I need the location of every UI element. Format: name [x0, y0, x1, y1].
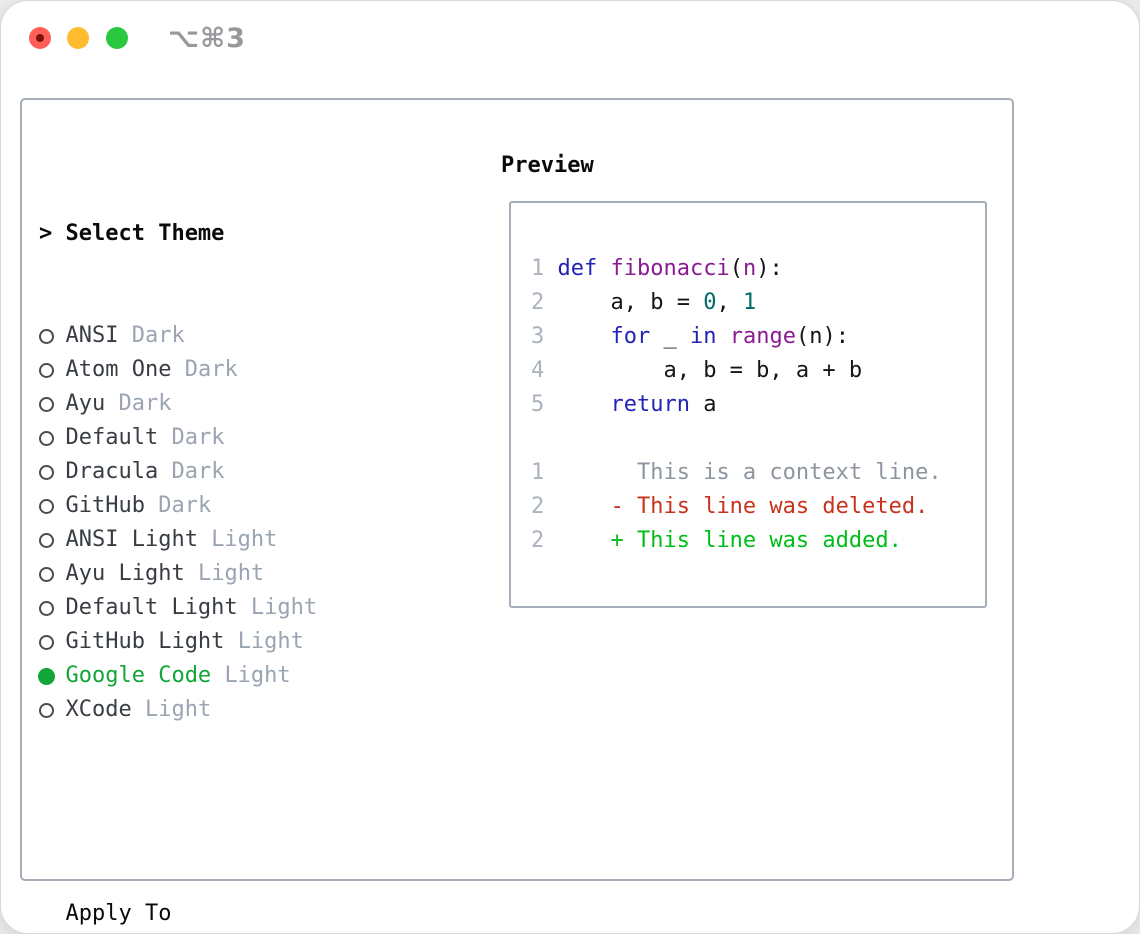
radio-icon: [39, 421, 54, 455]
radio-icon: [39, 353, 54, 387]
window-title: ⌥⌘3: [168, 23, 246, 54]
code-preview: 1 def fibonacci(n): 2 a, b = 0, 1 3 for _ …: [531, 252, 942, 558]
prompt-icon: >: [39, 221, 53, 246]
preview-header: Preview: [501, 153, 594, 178]
radio-icon: [39, 693, 54, 727]
line-number: 1: [531, 256, 545, 281]
theme-item-ayu-light[interactable]: Ayu Light Light: [39, 557, 436, 591]
theme-item-github[interactable]: GitHub Dark: [39, 489, 436, 523]
theme-variant: Light: [250, 595, 318, 620]
line-number: 2: [531, 528, 545, 553]
radio-selected-icon: [38, 659, 55, 693]
theme-name: Dracula: [65, 459, 159, 484]
theme-name: Google Code: [65, 663, 212, 688]
theme-item-default-light[interactable]: Default Light Light: [39, 591, 436, 625]
theme-name: GitHub: [65, 493, 145, 518]
theme-variant: Light: [224, 663, 291, 688]
theme-list: ANSI Dark Atom One Dark Ayu Dark Default…: [38, 319, 436, 727]
theme-item-google-code[interactable]: Google Code Light: [38, 659, 436, 693]
code-line: 1 def fibonacci(n):: [531, 256, 783, 281]
theme-item-default[interactable]: Default Dark: [39, 421, 436, 455]
radio-icon: [39, 319, 54, 353]
line-number: 2: [531, 494, 545, 519]
theme-item-github-light[interactable]: GitHub Light Light: [39, 625, 436, 659]
select-theme-header: > Select Theme: [39, 217, 436, 251]
radio-icon: [39, 557, 54, 591]
code-line: 2 a, b = 0, 1: [531, 290, 757, 315]
titlebar[interactable]: ⌥⌘3: [1, 1, 1139, 75]
theme-variant: Dark: [184, 357, 238, 382]
theme-item-xcode[interactable]: XCode Light: [39, 693, 436, 727]
radio-icon: [39, 489, 54, 523]
theme-name: Ayu: [65, 391, 106, 416]
code-line: 5 return a: [531, 392, 717, 417]
theme-item-ayu[interactable]: Ayu Dark: [39, 387, 436, 421]
radio-icon: [39, 625, 54, 659]
theme-variant: Dark: [158, 493, 212, 518]
spacer: [39, 795, 436, 829]
theme-name: XCode: [65, 697, 132, 722]
line-number: 3: [531, 324, 545, 349]
apply-to-header: Apply To: [65, 901, 172, 926]
code-line: 2 + This line was added.: [531, 528, 902, 553]
close-button[interactable]: [29, 27, 51, 49]
theme-name: GitHub Light: [65, 629, 225, 654]
line-number: [531, 426, 544, 451]
line-number: 5: [531, 392, 545, 417]
theme-name: Ayu Light: [65, 561, 185, 586]
line-number: 2: [531, 290, 545, 315]
theme-variant: Dark: [131, 323, 185, 348]
theme-name: ANSI: [65, 323, 119, 348]
theme-item-ansi[interactable]: ANSI Dark: [39, 319, 436, 353]
theme-variant: Dark: [171, 459, 225, 484]
preview-box: [509, 201, 987, 608]
code-line: 3 for _ in range(n):: [531, 324, 849, 349]
theme-name: ANSI Light: [65, 527, 198, 552]
theme-variant: Light: [211, 527, 278, 552]
code-line: 4 a, b = b, a + b: [531, 358, 863, 383]
theme-item-ansi-light[interactable]: ANSI Light Light: [39, 523, 436, 557]
radio-icon: [39, 591, 54, 625]
theme-variant: Light: [144, 697, 212, 722]
theme-variant: Light: [237, 629, 304, 654]
theme-name: Default Light: [65, 595, 238, 620]
radio-icon: [39, 387, 54, 421]
theme-selector-panel: > Select Theme ANSI Dark Atom One Dark A…: [38, 149, 436, 933]
theme-item-dracula[interactable]: Dracula Dark: [39, 455, 436, 489]
radio-icon: [39, 455, 54, 489]
line-number: 1: [531, 460, 545, 485]
theme-name: Atom One: [65, 357, 172, 382]
line-number: 4: [531, 358, 545, 383]
minimize-button[interactable]: [67, 27, 89, 49]
zoom-button[interactable]: [106, 27, 128, 49]
code-line: 2 - This line was deleted.: [531, 494, 929, 519]
theme-variant: Dark: [118, 391, 172, 416]
theme-variant: Light: [197, 561, 265, 586]
code-line: 1 This is a context line.: [531, 460, 942, 485]
theme-name: Default: [65, 425, 159, 450]
theme-item-atom-one[interactable]: Atom One Dark: [39, 353, 436, 387]
code-line: [531, 422, 942, 456]
theme-variant: Dark: [171, 425, 225, 450]
radio-icon: [39, 523, 54, 557]
